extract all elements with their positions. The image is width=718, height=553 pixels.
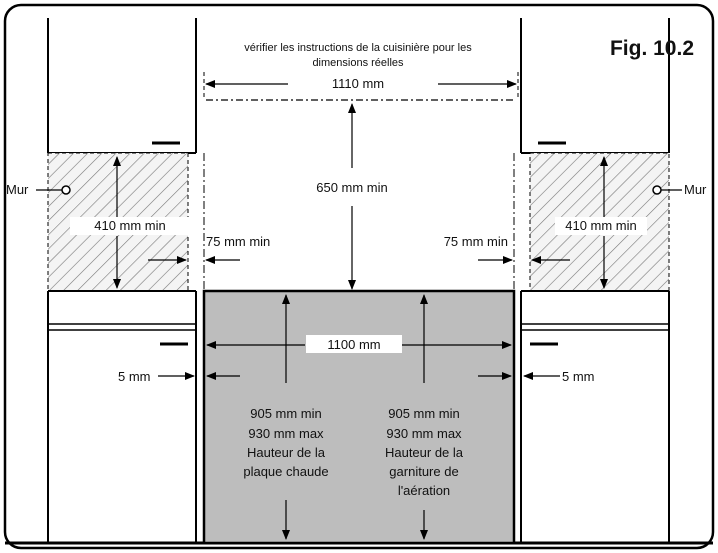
note-line-2: dimensions réelles: [312, 57, 404, 69]
cooker-space: [202, 289, 516, 545]
frame: [3, 3, 715, 550]
label-bg: [70, 217, 190, 235]
clearance-right-label: 5 mm: [562, 369, 595, 384]
vent-line-5: l'aération: [398, 483, 450, 498]
wall-left-label: Mur: [6, 182, 29, 197]
left-base-cabinet: [47, 290, 197, 543]
vent-line-2: 930 mm max: [386, 426, 462, 441]
hob-line-2: 930 mm max: [248, 426, 324, 441]
width-inner-label: 1100 mm: [327, 337, 380, 352]
wall-right-label: Mur: [684, 182, 707, 197]
vent-line-4: garniture de: [389, 464, 458, 479]
height-min-label: 650 mm min: [316, 180, 388, 195]
side-height-right-label: 410 mm min: [565, 218, 637, 233]
vent-line-1: 905 mm min: [388, 406, 460, 421]
right-base-cabinet: [520, 290, 670, 543]
width-top-label: 1110 mm: [332, 76, 384, 91]
label-bg: [555, 217, 647, 235]
side-gap-right-label: 75 mm min: [444, 234, 508, 249]
label-bg: [306, 335, 402, 353]
figure-label: Fig. 10.2: [610, 37, 694, 60]
hob-line-3: Hauteur de la: [247, 445, 326, 460]
hob-line-1: 905 mm min: [250, 406, 322, 421]
hob-line-4: plaque chaude: [243, 464, 328, 479]
vent-line-3: Hauteur de la: [385, 445, 464, 460]
side-gap-left-label: 75 mm min: [206, 234, 270, 249]
note-line-1: vérifier les instructions de la cuisiniè…: [244, 42, 472, 54]
clearance-left-label: 5 mm: [118, 369, 151, 384]
wall-left-marker: [61, 185, 71, 195]
wall-right-marker: [652, 185, 662, 195]
side-height-left-label: 410 mm min: [94, 218, 166, 233]
